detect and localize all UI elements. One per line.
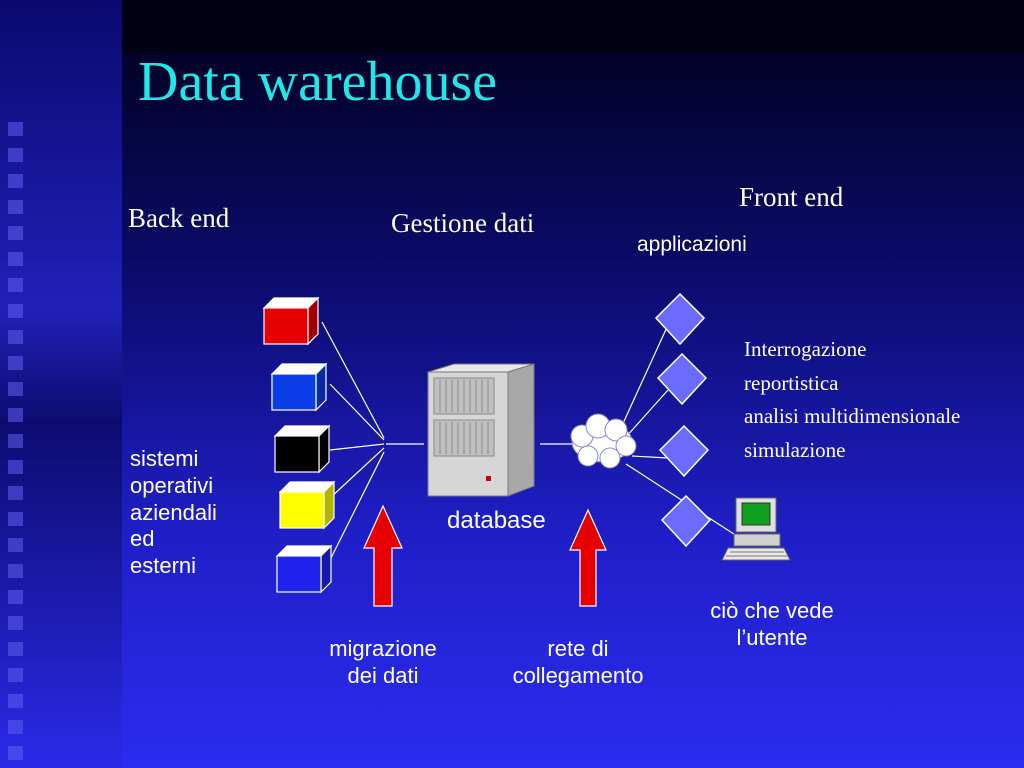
strip-square (8, 226, 23, 240)
strip-square (8, 616, 23, 630)
strip-square (8, 746, 23, 760)
strip-square (8, 382, 23, 396)
migration-arrow-icon (363, 504, 403, 607)
function-item: Interrogazione (744, 337, 867, 361)
strip-square (8, 642, 23, 656)
source-cube-icon (270, 362, 328, 412)
sources-label-line: operativi (130, 472, 214, 498)
front-end-heading: Front end (739, 182, 844, 212)
strip-square (8, 668, 23, 682)
network-arrow-icon (569, 508, 607, 607)
strip-square (8, 330, 23, 344)
function-item: reportistica (744, 370, 839, 395)
function-item: simulazione (744, 437, 846, 462)
strip-square (8, 564, 23, 578)
strip-square (8, 356, 23, 370)
source-cube-icon (275, 544, 333, 594)
strip-square (8, 538, 23, 552)
source-cube-icon (278, 480, 336, 530)
user-workstation-icon (721, 497, 791, 561)
function-item: analisi multidimensionale (744, 404, 961, 429)
applicazioni-label: applicazioni (637, 233, 747, 256)
source-cube-icon (273, 424, 331, 474)
strip-square (8, 200, 23, 214)
user-view-line: ciò che vede (710, 598, 834, 623)
application-diamond-1 (654, 292, 706, 346)
network-cloud-icon (570, 413, 637, 469)
strip-square (8, 252, 23, 266)
sources-label: sistemi operativi aziendali ed esterni (130, 446, 217, 580)
network-label-line: collegamento (512, 662, 644, 688)
user-view-label: ciò che vede l’utente (680, 598, 864, 652)
source-cube-icon (262, 296, 320, 346)
back-end-heading: Back end (128, 203, 230, 233)
strip-square (8, 460, 23, 474)
strip-square (8, 174, 23, 188)
migration-label: migrazione dei dati (300, 636, 466, 690)
strip-square (8, 694, 23, 708)
migration-label-line: migrazione (329, 636, 437, 661)
application-diamond-2 (656, 352, 708, 406)
sources-label-line: esterni (130, 553, 197, 579)
source-cubes (262, 296, 336, 594)
strip-square (8, 720, 23, 734)
strip-square (8, 486, 23, 500)
application-diamond-4 (660, 494, 712, 548)
front-end-functions: Interrogazione reportistica analisi mult… (744, 333, 960, 467)
strip-square (8, 122, 23, 136)
application-diamond-3 (658, 424, 710, 478)
left-decorative-strip (0, 0, 122, 768)
strip-square (8, 148, 23, 162)
network-label-line: rete di (547, 636, 609, 661)
application-diamonds (654, 292, 712, 548)
sources-label-line: ed (130, 526, 155, 552)
network-label: rete di collegamento (490, 636, 666, 690)
slide-title: Data warehouse (138, 51, 498, 113)
top-dark-band (122, 0, 1024, 52)
strip-square (8, 512, 23, 526)
sources-label-line: aziendali (130, 499, 217, 525)
source-connectors (321, 321, 572, 561)
strip-square (8, 434, 23, 448)
migration-label-line: dei dati (347, 662, 419, 688)
database-server-icon (427, 363, 535, 497)
sources-label-line: sistemi (130, 446, 199, 471)
database-label: database (447, 507, 546, 534)
strip-square (8, 278, 23, 292)
strip-square (8, 590, 23, 604)
strip-square (8, 304, 23, 318)
gestione-dati-heading: Gestione dati (391, 208, 535, 238)
strip-square (8, 408, 23, 422)
user-view-line: l’utente (736, 624, 808, 650)
